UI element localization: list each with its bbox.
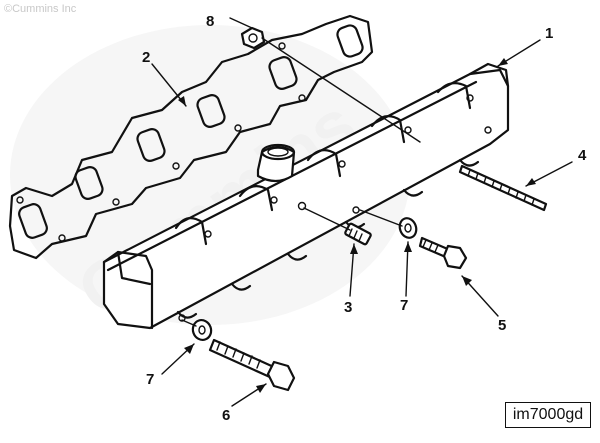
callouts: 1 2 3 4 5 6 7 7 8 xyxy=(142,13,587,424)
callout-7-upper: 7 xyxy=(400,297,408,314)
washer-lower xyxy=(181,319,213,341)
capscrew-upper xyxy=(418,236,468,270)
copyright-watermark: ©Cummins Inc xyxy=(4,3,77,15)
callout-5: 5 xyxy=(498,317,506,334)
exhaust-manifold xyxy=(102,62,510,330)
callout-2: 2 xyxy=(142,49,150,66)
capscrew-lower xyxy=(208,338,296,392)
plug xyxy=(303,207,372,246)
figure-id-label: im7000gd xyxy=(505,402,591,428)
washer-upper xyxy=(359,209,418,239)
callout-4: 4 xyxy=(578,147,587,164)
callout-6: 6 xyxy=(222,407,230,424)
callout-3: 3 xyxy=(344,299,352,316)
callout-8: 8 xyxy=(206,13,214,30)
stud xyxy=(458,164,548,212)
callout-1: 1 xyxy=(545,25,553,42)
gasket xyxy=(8,14,374,260)
callout-7-lower: 7 xyxy=(146,371,154,388)
leader-lines xyxy=(151,17,573,407)
